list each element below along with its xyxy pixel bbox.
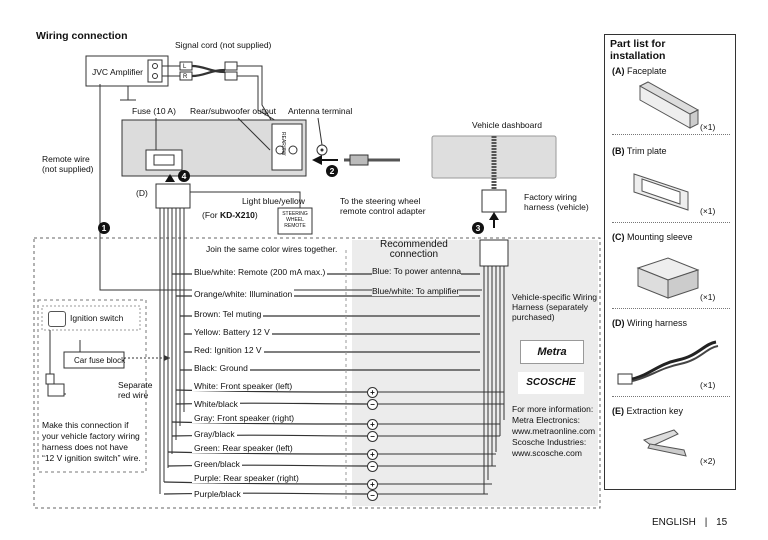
trim-plate-illustration [633, 173, 689, 211]
steering-adapter-label: To the steering wheel remote control ada… [340, 196, 426, 216]
wire-label: Yellow: Battery 12 V [192, 327, 272, 337]
blue-white-amplifier-label: Blue/white: To amplifier [372, 286, 460, 296]
steering-remote-adapter-icon: STEERING WHEEL REMOTE [282, 211, 308, 229]
vehicle-dashboard-label: Vehicle dashboard [472, 120, 542, 130]
wire-label: White/black [192, 399, 240, 409]
extraction-key-illustration [642, 429, 687, 457]
part-qty-a: (×1) [700, 122, 716, 132]
part-item-d: (D) Wiring harness [612, 318, 688, 328]
part-item-e: (E) Extraction key [612, 406, 684, 416]
signal-cord-label: Signal cord (not supplied) [175, 40, 272, 50]
rca-right-label: R [183, 74, 188, 80]
part-qty-c: (×1) [700, 292, 716, 302]
footer: ENGLISH | 15 [652, 518, 727, 528]
page-title: Wiring connection [36, 30, 128, 42]
wire-label: Purple/black [192, 489, 243, 499]
join-note: Join the same color wires together. [206, 244, 338, 254]
model-name: KD-X210 [219, 210, 255, 220]
rear-sub-output-label: Rear/subwoofer output [190, 106, 276, 116]
page-number: 15 [716, 517, 728, 528]
wire-label: Gray: Front speaker (right) [192, 413, 297, 423]
separate-red-wire-label: Separate red wire [118, 380, 153, 400]
remote-wire-label: Remote wire (not supplied) [42, 154, 94, 174]
wire-label: Brown: Tel muting [192, 309, 264, 319]
polarity-minus: − [367, 399, 378, 410]
part-qty-d: (×1) [700, 380, 716, 390]
part-list-title: Part list for installation [610, 38, 666, 62]
polarity-plus: + [367, 419, 378, 430]
harness-d-label: (D) [136, 188, 148, 198]
part-divider [612, 134, 730, 135]
part-qty-e: (×2) [700, 456, 716, 466]
factory-harness-label: Factory wiring harness (vehicle) [524, 192, 589, 212]
wiring-harness-illustration [617, 340, 719, 385]
wire-label: Red: Ignition 12 V [192, 345, 264, 355]
part-item-a: (A) Faceplate [612, 66, 667, 76]
car-fuse-block-label: Car fuse block [74, 356, 126, 365]
polarity-plus: + [367, 479, 378, 490]
wire-label: Green/black [192, 459, 242, 469]
more-info-note: For more information: Metra Electronics:… [512, 404, 596, 458]
wire-label: White: Front speaker (left) [192, 381, 295, 391]
metra-logo: Metra [520, 340, 584, 364]
vehicle-harness-note: Vehicle-specific Wiring Harness (separat… [512, 292, 598, 322]
fuse-label: Fuse (10 A) [132, 106, 176, 116]
footer-separator: | [704, 517, 708, 528]
ignition-note: Make this connection if your vehicle fac… [42, 420, 141, 463]
output-sw-label: REAR/SW [280, 132, 286, 156]
wire-label: Orange/white: Illumination [192, 289, 295, 299]
ignition-switch-label: Ignition switch [70, 313, 124, 323]
polarity-minus: − [367, 431, 378, 442]
scosche-logo: SCOSCHE [518, 372, 584, 394]
step-4-marker: 4 [178, 170, 190, 182]
step-1-marker: 1 [98, 222, 110, 234]
part-item-c: (C) Mounting sleeve [612, 232, 693, 242]
wire-label: Green: Rear speaker (left) [192, 443, 295, 453]
rca-left-label: L [183, 64, 187, 70]
wire-label: Gray/black [192, 429, 237, 439]
key-icon [48, 311, 66, 327]
part-item-b: (B) Trim plate [612, 146, 667, 156]
faceplate-illustration [638, 81, 700, 129]
blue-power-antenna-label: Blue: To power antenna [372, 266, 462, 276]
polarity-minus: − [367, 490, 378, 501]
step-2-marker: 2 [326, 165, 338, 177]
part-qty-b: (×1) [700, 206, 716, 216]
mounting-sleeve-illustration [636, 257, 700, 299]
connection-region [33, 237, 601, 509]
polarity-plus: + [367, 449, 378, 460]
polarity-minus: − [367, 461, 378, 472]
wire-label: Purple: Rear speaker (right) [192, 473, 301, 483]
part-illustrations [617, 81, 719, 457]
light-blue-yellow-label: Light blue/yellow [242, 196, 305, 206]
part-divider [612, 396, 730, 397]
wire-label: Blue/white: Remote (200 mA max.) [192, 267, 328, 277]
recommended-connection-label: Recommended connection [380, 239, 448, 260]
step-3-marker: 3 [472, 222, 484, 234]
part-list-box [604, 34, 736, 490]
part-divider [612, 308, 730, 309]
jvc-amplifier-label: JVC Amplifier [92, 67, 144, 77]
footer-language: ENGLISH [652, 517, 696, 528]
model-note: (For KD-X210) [202, 210, 258, 220]
antenna-terminal-label: Antenna terminal [288, 106, 353, 116]
polarity-plus: + [367, 387, 378, 398]
part-divider [612, 222, 730, 223]
wire-label: Black: Ground [192, 363, 250, 373]
